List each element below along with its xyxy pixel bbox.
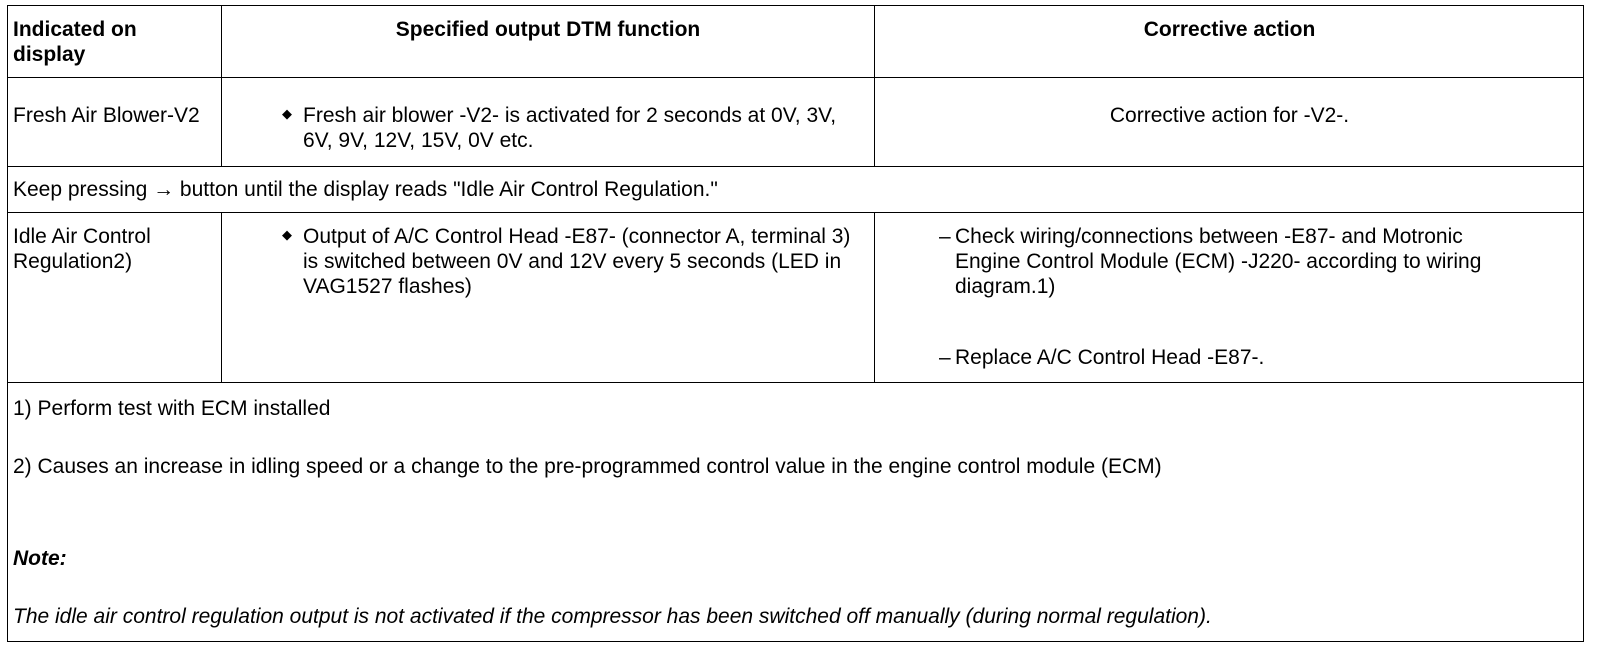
idle-action-2: Replace A/C Control Head -E87-. <box>955 346 1265 369</box>
idle-function: Output of A/C Control Head -E87- (connec… <box>303 225 851 298</box>
blower-function: Fresh air blower -V2- is activated for 2… <box>303 104 837 152</box>
rule-idle <box>7 382 1584 383</box>
idle-action-1: Check wiring/connections between -E87- a… <box>955 225 1482 298</box>
idle-action-1-dash-icon: – <box>939 225 951 248</box>
instruction-text: Keep pressing → button until the display… <box>13 178 718 201</box>
rule-col2-top <box>874 5 875 167</box>
dtm-table: Indicated on display Specified output DT… <box>7 5 1584 642</box>
header-action: Corrective action <box>1143 18 1316 41</box>
rule-col1-idle <box>221 212 222 383</box>
idle-indicated: Idle Air Control Regulation2) <box>13 225 151 273</box>
rule-col1-top <box>221 5 222 167</box>
footnote-2: 2) Causes an increase in idling speed or… <box>13 455 1162 478</box>
note-text: The idle air control regulation output i… <box>13 605 1212 628</box>
rule-col2-idle <box>874 212 875 383</box>
header-indicated: Indicated on display <box>13 18 137 66</box>
idle-bullet-icon: ◆ <box>282 227 292 242</box>
idle-action-2-dash-icon: – <box>939 346 951 369</box>
note-label: Note: <box>13 547 67 570</box>
rule-blower <box>7 166 1584 167</box>
header-function: Specified output DTM function <box>395 18 701 41</box>
blower-indicated: Fresh Air Blower-V2 <box>13 104 200 127</box>
rule-header <box>7 77 1584 78</box>
blower-bullet-icon: ◆ <box>282 106 292 121</box>
table-border <box>7 5 1584 642</box>
blower-action: Corrective action for -V2-. <box>1109 104 1350 127</box>
footnote-1: 1) Perform test with ECM installed <box>13 397 331 420</box>
rule-instruction <box>7 212 1584 213</box>
